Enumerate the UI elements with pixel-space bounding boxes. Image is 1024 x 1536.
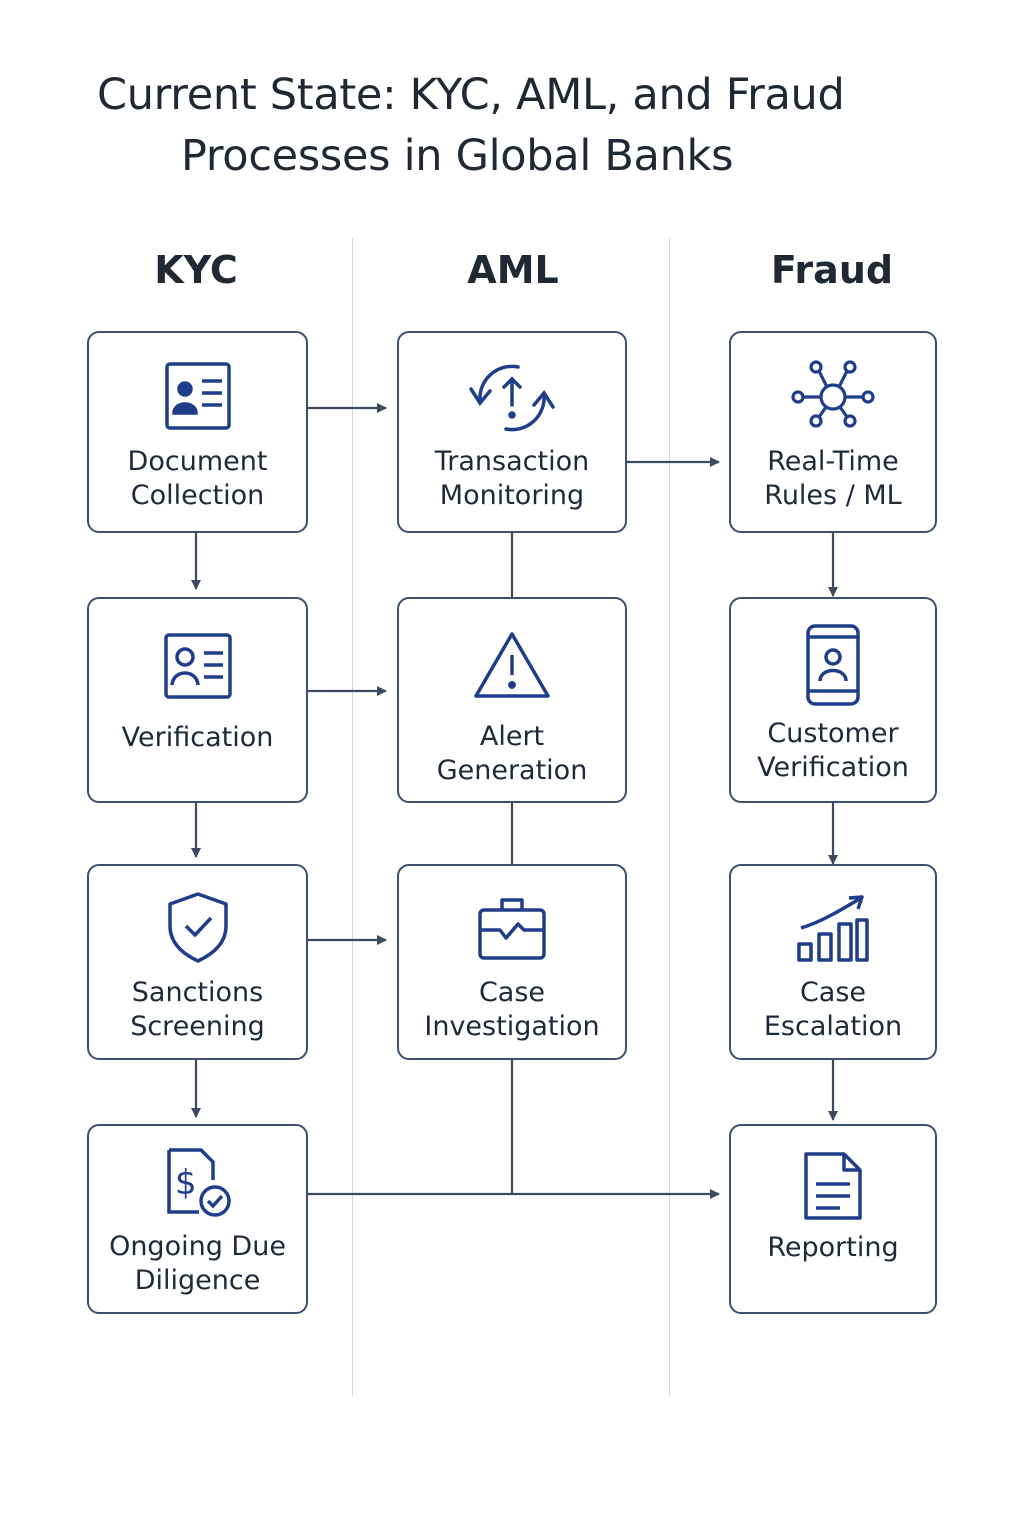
diagram-title-line-1: Current State: KYC, AML, and Fraud (97, 70, 845, 120)
identity-badge-icon (89, 631, 306, 701)
kyc-column-header: KYC (154, 248, 238, 292)
kyc-step-verification: Verification (87, 597, 308, 803)
warning-triangle-icon (399, 629, 625, 701)
svg-text:$: $ (175, 1163, 197, 1203)
kyc-step-label: Verification (121, 722, 274, 753)
diagram-title-line-2: Processes in Global Banks (181, 131, 734, 181)
column-divider-right (669, 238, 670, 1396)
mobile-identity-icon (731, 623, 935, 707)
fraud-step-label: Reporting (767, 1232, 899, 1263)
id-card-icon (89, 361, 306, 431)
bar-chart-trend-icon (731, 892, 935, 964)
dollar-document-check-icon: $ (89, 1146, 306, 1220)
column-divider-left (352, 238, 353, 1396)
network-nodes-icon (731, 359, 935, 429)
fraud-step-reporting: Reporting (729, 1124, 937, 1314)
fraud-column-header: Fraud (770, 248, 894, 292)
report-document-icon (731, 1150, 935, 1222)
aml-column-header: AML (467, 248, 559, 292)
refresh-alert-icon (399, 359, 625, 437)
briefcase-icon (399, 894, 625, 964)
shield-check-icon (89, 890, 306, 964)
